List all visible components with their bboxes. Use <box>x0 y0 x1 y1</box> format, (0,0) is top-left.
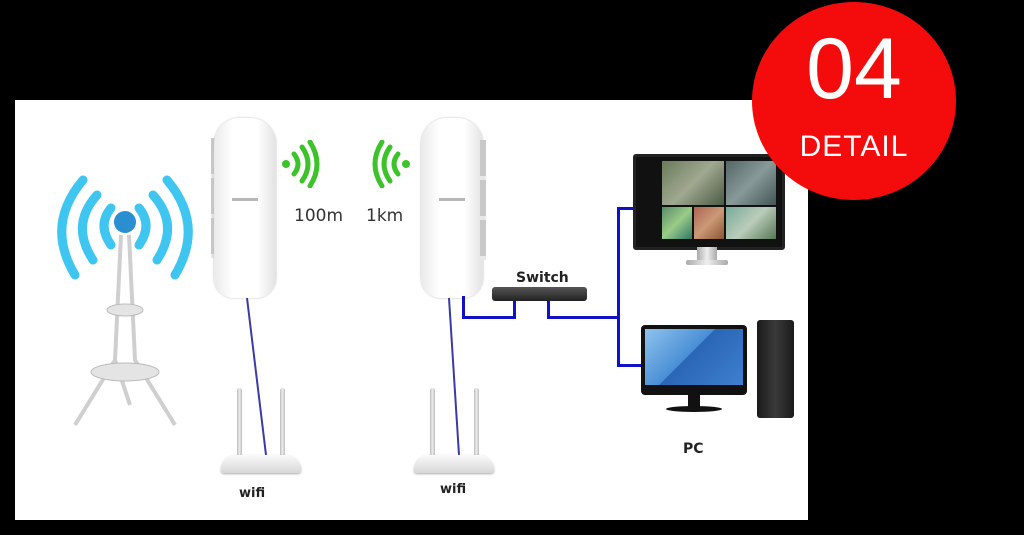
pc-stand <box>688 395 700 407</box>
ethernet-cable <box>547 300 550 319</box>
ethernet-cable <box>547 316 619 319</box>
cpe-brand-mark <box>232 198 258 201</box>
wifi-router-left <box>221 455 301 473</box>
router-left-label: wifi <box>239 486 266 501</box>
ethernet-cable <box>513 300 516 319</box>
pc-label: PC <box>683 441 704 457</box>
desktop-pc-icon <box>641 325 747 395</box>
badge-number: 04 <box>806 21 902 117</box>
distance-label-100m: 100m <box>294 206 344 226</box>
router-antenna <box>237 388 242 458</box>
cctv-monitor-icon <box>633 154 785 250</box>
wifi-signal-icon <box>372 139 412 189</box>
ethernet-cable <box>462 316 515 319</box>
distance-label-1km: 1km <box>366 206 404 226</box>
router-antenna <box>430 388 435 458</box>
monitor-stand <box>697 247 717 261</box>
ethernet-cable <box>617 207 635 210</box>
network-switch-icon <box>492 287 587 301</box>
outdoor-cpe-right <box>421 118 483 298</box>
router-right-label: wifi <box>440 482 467 497</box>
pc-tower-icon <box>757 320 794 418</box>
radio-tower-icon <box>35 160 215 450</box>
outdoor-cpe-left <box>214 118 276 298</box>
router-antenna <box>474 388 479 458</box>
router-antenna <box>280 388 285 458</box>
badge-text: DETAIL <box>799 130 909 163</box>
ethernet-cable <box>617 364 643 367</box>
pc-base <box>666 406 722 412</box>
cpe-brand-mark <box>439 198 465 201</box>
ethernet-cable <box>617 207 620 367</box>
wifi-router-right <box>414 455 494 473</box>
switch-label: Switch <box>516 270 569 286</box>
monitor-base <box>686 260 728 265</box>
wifi-signal-icon <box>280 139 320 189</box>
ethernet-cable <box>462 296 465 318</box>
detail-badge: 04 DETAIL <box>752 2 956 200</box>
cpe-mount-bracket <box>480 140 486 260</box>
